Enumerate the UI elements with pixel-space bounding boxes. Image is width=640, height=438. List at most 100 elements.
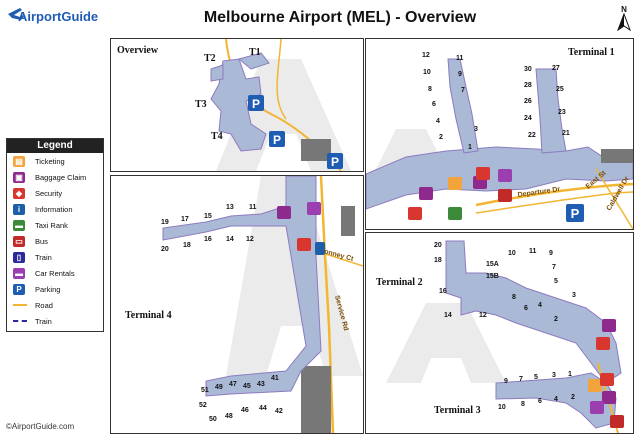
legend-item-bus: ▭ Bus: [7, 233, 103, 249]
gate-label: 8: [428, 86, 432, 93]
gate-label: 5: [554, 278, 558, 285]
legend-label: Road: [35, 301, 53, 310]
gate-label: 4: [538, 302, 542, 309]
legend-label: Baggage Claim: [35, 173, 87, 182]
parking-icon: P: [566, 204, 584, 222]
gate-label: 52: [199, 402, 207, 409]
legend-item-security: ◆ Security: [7, 185, 103, 201]
page-title: Melbourne Airport (MEL) - Overview: [203, 9, 477, 26]
parking-icon: P: [13, 284, 25, 295]
terminal2-3-panel: Terminal 2 Terminal 3 20 18 16 14 12 15A…: [365, 232, 634, 434]
legend-label: Ticketing: [35, 157, 65, 166]
taxi-icon: [448, 207, 462, 220]
gate-label: 49: [215, 384, 223, 391]
legend-label: Train: [35, 253, 52, 262]
svg-text:P: P: [273, 133, 281, 147]
gate-label: 16: [204, 236, 212, 243]
legend-item-parking: P Parking: [7, 281, 103, 297]
t3-title: Terminal 3: [434, 405, 481, 416]
gate-label: 9: [504, 378, 508, 385]
ticketing-icon: [448, 177, 462, 190]
gate-label: 24: [524, 115, 532, 122]
gate-label: 41: [271, 375, 279, 382]
gate-label: 11: [529, 248, 537, 255]
gate-label: 1: [468, 144, 472, 151]
plane-logo-icon: [8, 8, 24, 20]
gate-label: 42: [275, 408, 283, 415]
gate-label: 5: [534, 374, 538, 381]
gate-label: 9: [458, 71, 462, 78]
gate-label: 4: [436, 118, 440, 125]
gate-label: 22: [528, 132, 536, 139]
baggage-icon: [602, 391, 616, 404]
train-line: [13, 320, 27, 322]
gate-label: 7: [461, 87, 465, 94]
gate-label: 44: [259, 405, 267, 412]
compass-icon: N: [616, 5, 632, 32]
security-icon: ◆: [13, 188, 25, 199]
train-icon: ▯: [13, 252, 25, 263]
bus-icon: ▭: [13, 236, 25, 247]
security-icon: [600, 373, 614, 386]
gate-label: 7: [519, 376, 523, 383]
gate-label: 28: [524, 82, 532, 89]
t3-terminal-building: [495, 372, 617, 429]
parking-icon: P: [248, 95, 264, 111]
t1-east-pier: [535, 68, 567, 154]
gate-label: 1: [568, 371, 572, 378]
gate-label: 10: [423, 69, 431, 76]
overview-pier-t1: [237, 52, 270, 70]
gate-label: 30: [524, 66, 532, 73]
t1-road-2: [475, 191, 633, 214]
gate-label: 19: [161, 219, 169, 226]
overview-pier-t2: [210, 64, 224, 82]
svg-text:P: P: [331, 155, 339, 169]
legend-label: Security: [35, 189, 63, 198]
legend-item-information: i Information: [7, 201, 103, 217]
gate-label: 14: [226, 236, 234, 243]
t1-west-pier: [447, 58, 479, 154]
t1-departure-road: [475, 182, 633, 207]
gate-label: 12: [479, 312, 487, 319]
copyright: ©AirportGuide.com: [6, 422, 75, 431]
overview-label-t1: T1: [249, 47, 261, 58]
gate-label: 9: [549, 250, 553, 257]
security-icon: [297, 238, 311, 251]
gate-label: 6: [432, 101, 436, 108]
svg-text:P: P: [252, 97, 260, 111]
gate-label: 18: [434, 257, 442, 264]
legend-label: Car Rentals: [35, 269, 75, 278]
legend-label: Parking: [35, 285, 61, 294]
gate-label: 3: [474, 126, 478, 133]
legend-item-ticketing: ▤ Ticketing: [7, 153, 103, 169]
car-rental-icon: ▬: [13, 268, 25, 279]
gate-label: 11: [456, 55, 464, 62]
gate-label: 2: [554, 316, 558, 323]
svg-text:P: P: [571, 206, 580, 221]
bus-icon: [498, 189, 512, 202]
legend-label: Information: [35, 205, 73, 214]
gate-label: 46: [241, 407, 249, 414]
overview-apron: [301, 139, 331, 161]
legend-label: Bus: [35, 237, 48, 246]
t4-title: Terminal 4: [125, 310, 172, 321]
t4-apron: [301, 366, 331, 433]
legend: Legend ▤ Ticketing ▣ Baggage Claim ◆ Sec…: [6, 138, 104, 332]
security-icon: [596, 337, 610, 350]
ticketing-icon: ▤: [13, 156, 25, 167]
baggage-icon: [419, 187, 433, 200]
overview-title: Overview: [117, 45, 159, 56]
t1-road-3: [595, 168, 633, 229]
parking-icon: P: [327, 153, 343, 169]
car-rental-icon: [590, 401, 604, 414]
legend-item-car-rentals: ▬ Car Rentals: [7, 265, 103, 281]
compass-letter: N: [621, 5, 627, 14]
gate-label: 2: [439, 134, 443, 141]
gate-label: 15A: [486, 261, 499, 268]
bus-icon: [610, 415, 624, 428]
legend-item-taxi: ▬ Taxi Rank: [7, 217, 103, 233]
watermark-a: [386, 303, 506, 383]
gate-label: 12: [422, 52, 430, 59]
overview-label-t2: T2: [204, 53, 216, 64]
overview-label-t3: T3: [195, 99, 207, 110]
